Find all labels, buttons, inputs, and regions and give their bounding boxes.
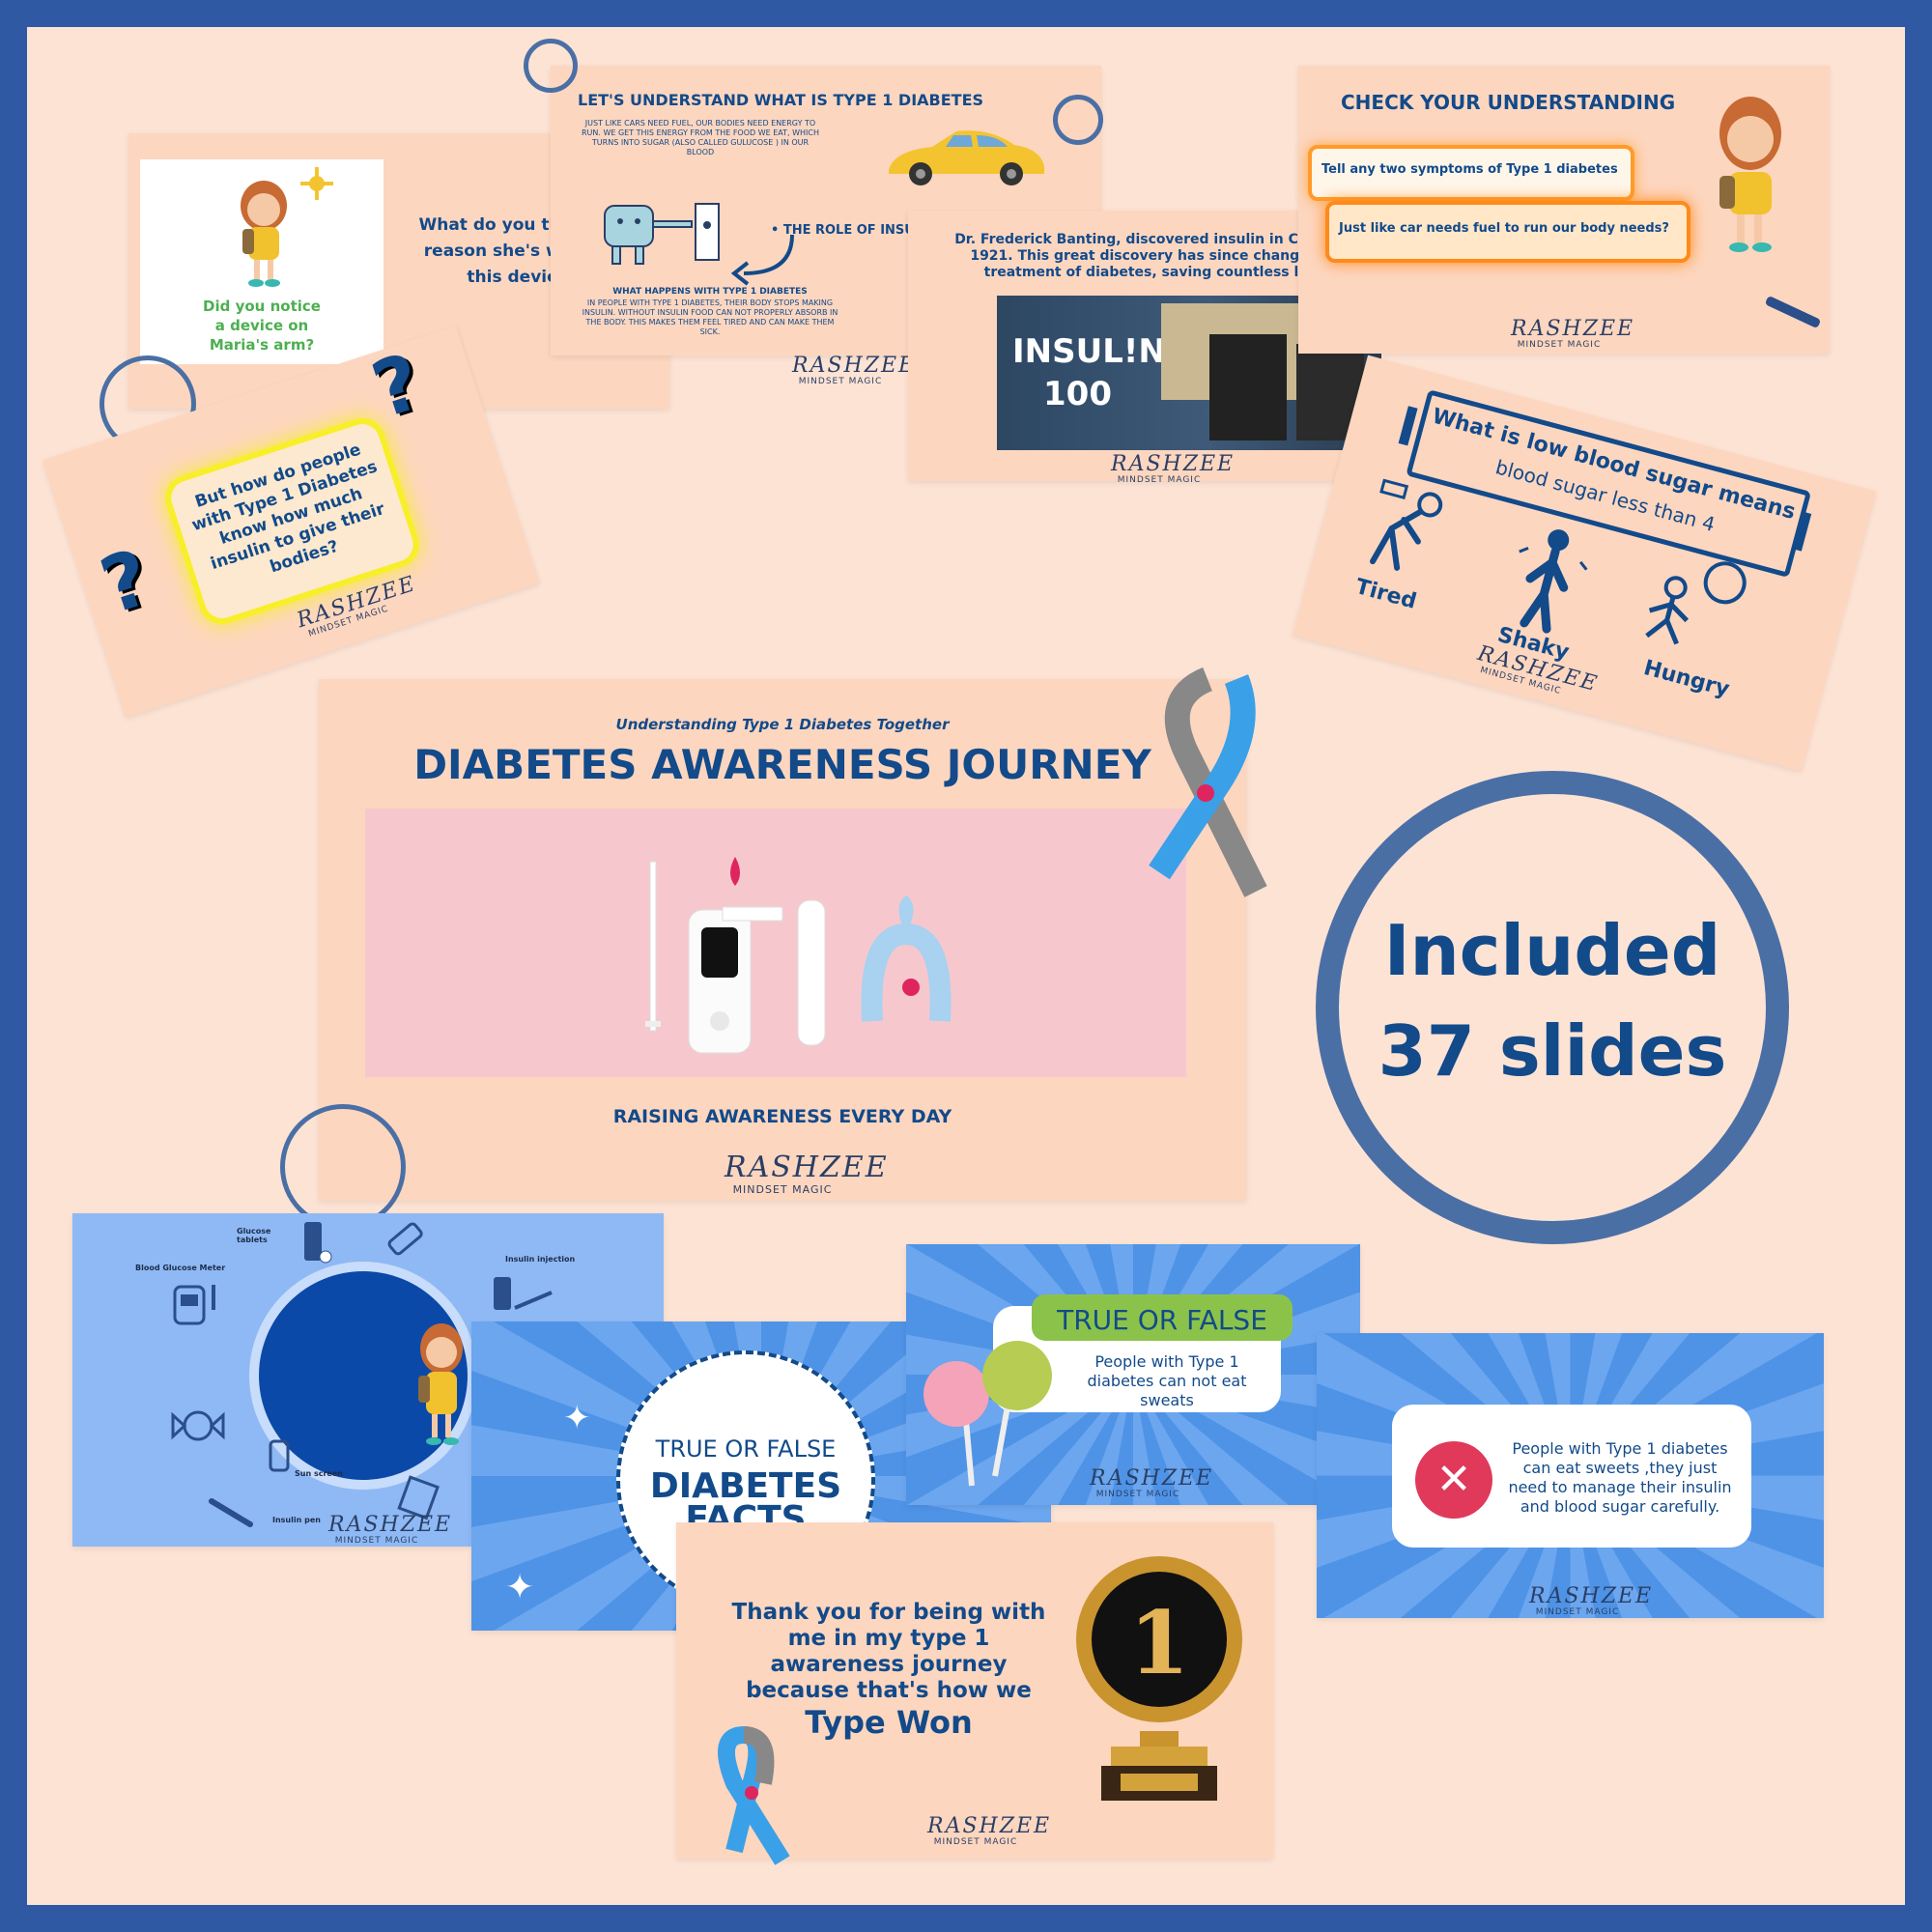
medal-number: 1 [1128, 1592, 1190, 1694]
tf-tag-text: TRUE OR FALSE [1057, 1304, 1267, 1336]
candy-icon [171, 1410, 225, 1441]
understand-bullet3: IN PEOPLE WITH TYPE 1 DIABETES, THEIR BO… [582, 298, 838, 336]
curved-arrow [730, 234, 794, 286]
collage-canvas: Did you notice a device on Maria's arm? … [27, 27, 1905, 1905]
label-meter: Blood Glucose Meter [135, 1264, 226, 1272]
understand-bullet1: JUST LIKE CARS NEED FUEL, OUR BODIES NEE… [581, 119, 819, 156]
glucose-meter-icon [173, 1285, 215, 1325]
main-title: DIABETES AWARENESS JOURNEY [413, 741, 1151, 788]
banting-text: Dr. Frederick Banting, discovered insuli… [954, 232, 1364, 280]
badge-line1: Included [1383, 910, 1721, 991]
check-q2-text: Just like car needs fuel to run our body… [1339, 221, 1669, 236]
glucose-tablets-icon [304, 1222, 332, 1264]
tf-title-line2: DIABETES [649, 1466, 842, 1506]
girl-illustration [418, 1323, 463, 1445]
notepad-icon [397, 1475, 440, 1520]
gold-medal-trophy-icon [1076, 1556, 1242, 1801]
decor-ring [524, 39, 578, 93]
decor-ring [1053, 95, 1103, 145]
understand-role: • THE ROLE OF INSULIN [771, 223, 938, 238]
sparkle-icon: ✦ [563, 1399, 591, 1437]
main-kicker: Understanding Type 1 Diabetes Together [615, 716, 950, 733]
insulin-pen-icon [209, 1498, 253, 1527]
label-injection: Insulin injection [505, 1255, 576, 1264]
check-q1: Tell any two symptoms of Type 1 diabetes [1308, 145, 1634, 201]
diabetes-kit-photo [645, 857, 952, 1054]
question-mark-icon: ? [90, 531, 161, 632]
tired-person-icon [1370, 478, 1443, 571]
slide-check: CHECK YOUR UNDERSTANDING Tell any two sy… [1298, 66, 1830, 354]
insulin-pen-icon [1766, 297, 1820, 327]
photo-people [1209, 334, 1287, 440]
girl-illustration [241, 167, 333, 287]
wrong-answer-icon: ✕ [1415, 1441, 1492, 1519]
thanks-text: Thank you for being with me in my type 1… [731, 1600, 1046, 1703]
question-text: But how do people with Type 1 Diabetes k… [189, 440, 387, 578]
label-pen: Insulin pen [272, 1516, 321, 1524]
main-footer: RAISING AWARENESS EVERY DAY [612, 1106, 952, 1127]
check-q2: Just like car needs fuel to run our body… [1325, 201, 1690, 263]
slide-thanks: Thank you for being with me in my type 1… [676, 1522, 1273, 1865]
notice-question: Did you notice a device on Maria's arm? [203, 298, 321, 354]
slides-count-badge: Included 37 slides [1316, 771, 1789, 1244]
decor-ring [280, 1104, 406, 1230]
awareness-ribbon-icon [1149, 667, 1267, 897]
slide-lowsugar: What is low blood sugar means blood suga… [1293, 355, 1877, 772]
main-photo [365, 809, 1186, 1077]
slide-main: Understanding Type 1 Diabetes Together D… [280, 667, 1267, 1230]
sunscreen-icon [269, 1439, 290, 1472]
hungry-person-icon [1645, 561, 1747, 645]
car-illustration [889, 130, 1044, 185]
ice-pack-icon [387, 1222, 423, 1256]
notice-image-card: Did you notice a device on Maria's arm? [140, 159, 384, 364]
shaky-person-icon [1519, 529, 1588, 634]
label-hungry: Hungry [1640, 656, 1732, 702]
insulin-image-text: INSUL!N [1012, 332, 1166, 371]
sparkle-icon: ✦ [505, 1568, 535, 1607]
insulin-key-illustration [604, 203, 720, 265]
slide-banting: Dr. Frederick Banting, discovered insuli… [908, 211, 1381, 485]
wrong-mark: ✕ [1435, 1455, 1472, 1504]
insulin-image-number: 100 [1043, 375, 1112, 413]
tf-answer-text: People with Type 1 diabetes can eat swee… [1508, 1439, 1732, 1516]
thanks-type-won: Type Won [805, 1704, 973, 1741]
tf-tag: TRUE OR FALSE [1032, 1294, 1293, 1341]
tf-title-line1: TRUE OR FALSE [655, 1435, 837, 1463]
lollipop-icon [923, 1341, 1052, 1487]
check-title: CHECK YOUR UNDERSTANDING [1341, 91, 1676, 114]
check-q1-text: Tell any two symptoms of Type 1 diabetes [1321, 162, 1618, 177]
awareness-ribbon-icon [718, 1725, 790, 1865]
battery-banner: What is low blood sugar means blood suga… [1406, 389, 1812, 579]
label-sunscreen: Sun screen [295, 1469, 343, 1478]
label-glucose-tablets: Glucose tablets [237, 1227, 271, 1244]
insulin-injection-icon [494, 1277, 553, 1310]
understand-title: LET'S UNDERSTAND WHAT IS TYPE 1 DIABETES [578, 91, 984, 109]
badge-line2: 37 slides [1378, 1010, 1727, 1092]
tf-question-text: People with Type 1 diabetes can not eat … [1087, 1352, 1247, 1409]
slide-tf-question: TRUE OR FALSE People with Type 1 diabete… [906, 1244, 1360, 1505]
understand-bullet3-title: WHAT HAPPENS WITH TYPE 1 DIABETES [612, 287, 808, 297]
girl-illustration [1719, 97, 1781, 252]
slide-tf-answer: ✕ People with Type 1 diabetes can eat sw… [1317, 1333, 1824, 1618]
